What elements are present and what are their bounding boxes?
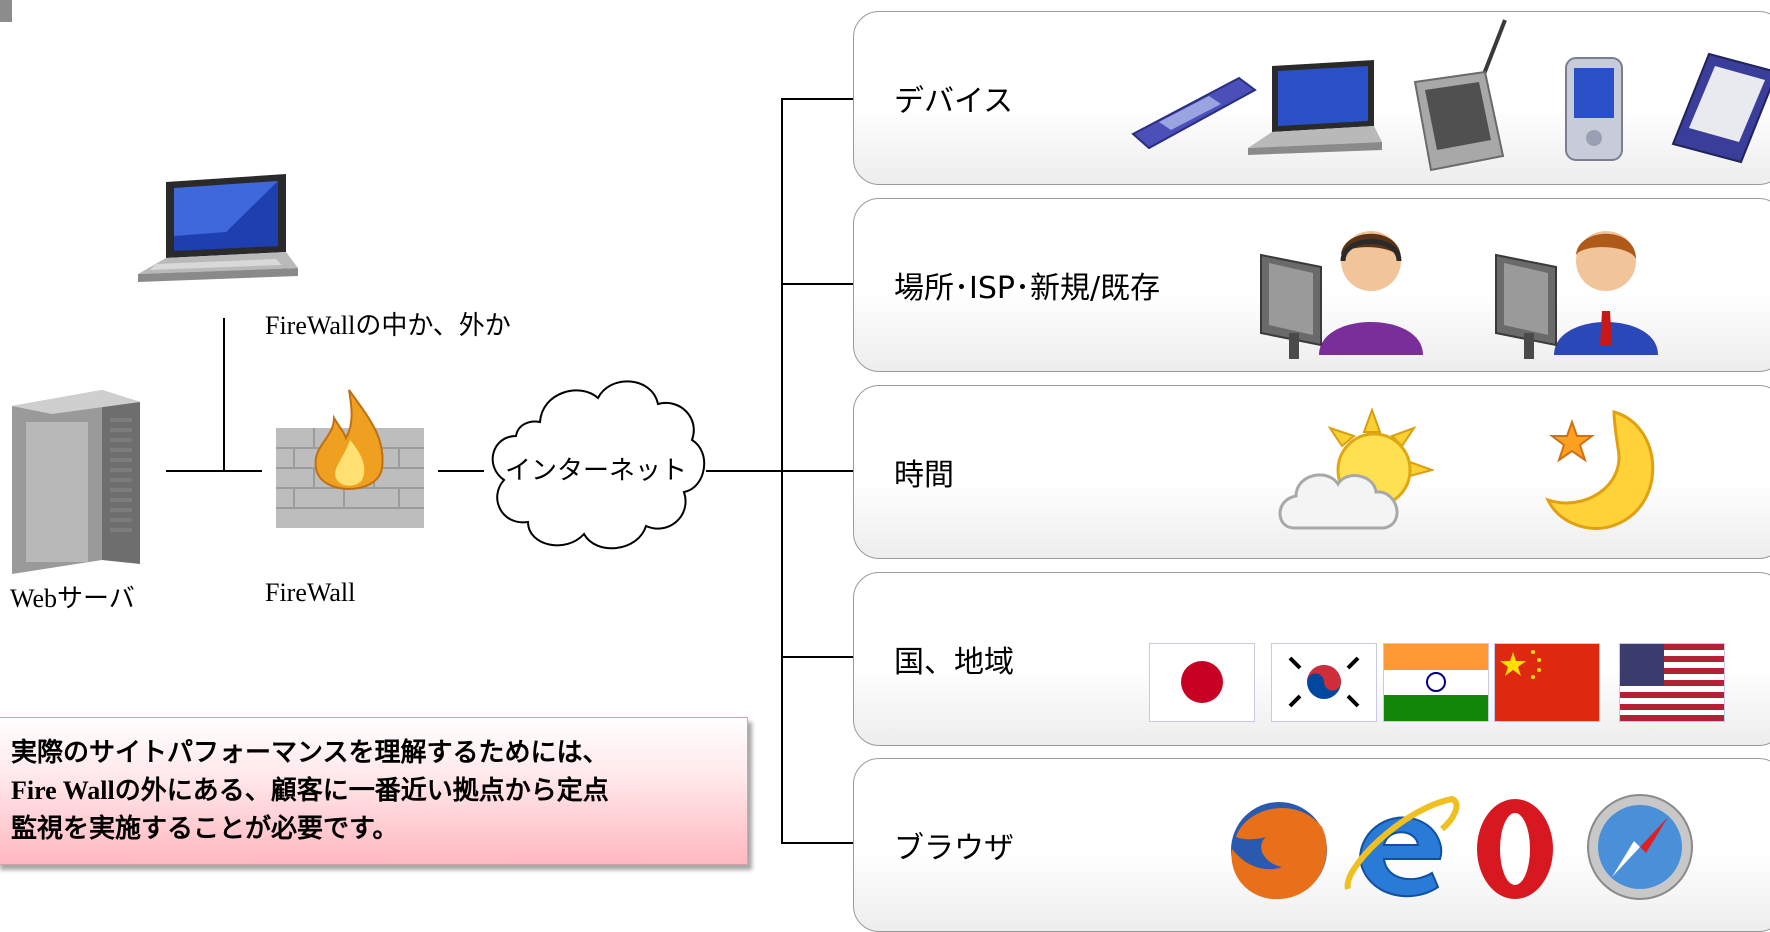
firefox-icon (1231, 802, 1327, 900)
flag-usa-icon (1619, 643, 1725, 722)
flag-korea-icon (1271, 643, 1377, 722)
branch-line-browser (781, 842, 853, 844)
smartphone-icon (1671, 52, 1770, 164)
notice-text: 実際のサイトパフォーマンスを理解するためには、 Fire Wallの外にある、顧… (11, 734, 609, 848)
notice-box: 実際のサイトパフォーマンスを理解するためには、 Fire Wallの外にある、顧… (0, 717, 748, 865)
operator-headset-user-icon (1260, 231, 1423, 359)
internet-explorer-icon (1344, 795, 1460, 898)
branch-line-location (781, 283, 853, 285)
notice-line-3: 監視を実施することが必要です。 (11, 814, 399, 844)
panel-label-location: 場所･ISP･新規/既存 (894, 271, 1161, 306)
opera-icon (1477, 799, 1553, 899)
firewall-icon (276, 389, 424, 528)
laptop-icon (138, 174, 298, 282)
cloud-trunk-link (706, 470, 782, 472)
laptop-caption: FireWallの中か、外か (265, 311, 511, 340)
panel-location: 場所･ISP･新規/既存 (853, 198, 1770, 372)
panel-time: 時間 (853, 385, 1770, 559)
tablet-pen-icon (1413, 19, 1507, 172)
moon-star-icon (1545, 410, 1655, 530)
panel-label-country: 国、地域 (894, 645, 1014, 680)
branch-line-country (781, 656, 853, 658)
branch-line-devices (781, 98, 853, 100)
panel-label-devices: デバイス (894, 84, 1014, 119)
mobile-phone-icon (1131, 76, 1257, 150)
internet-cloud-icon (491, 380, 706, 550)
laptop-drop-line (223, 318, 225, 471)
safari-icon (1587, 794, 1693, 900)
corner-mark (0, 0, 12, 22)
server-label: Webサーバ (10, 584, 135, 613)
notice-line-2: Fire Wallの外にある、顧客に一番近い拠点から定点 (11, 776, 609, 805)
cloud-label: インターネット (505, 456, 688, 486)
notice-line-1: 実際のサイトパフォーマンスを理解するためには、 (11, 738, 609, 768)
server-firewall-link (166, 470, 262, 472)
branch-line-time (781, 470, 853, 472)
panel-label-time: 時間 (894, 458, 954, 493)
panel-devices: デバイス (853, 11, 1770, 185)
web-server-icon (12, 390, 140, 574)
firewall-label: FireWall (265, 578, 356, 607)
flag-japan-icon (1149, 643, 1255, 722)
laptop-icon (1248, 60, 1382, 155)
panel-label-browser: ブラウザ (894, 831, 1014, 866)
flag-china-icon (1494, 643, 1600, 722)
pda-icon (1565, 57, 1623, 161)
sun-cloud-icon (1278, 408, 1434, 530)
flag-india-icon (1383, 643, 1489, 722)
panel-browser: ブラウザ (853, 758, 1770, 932)
firewall-cloud-link (438, 470, 484, 472)
business-user-icon (1495, 231, 1658, 359)
panel-country: 国、地域 (853, 572, 1770, 746)
